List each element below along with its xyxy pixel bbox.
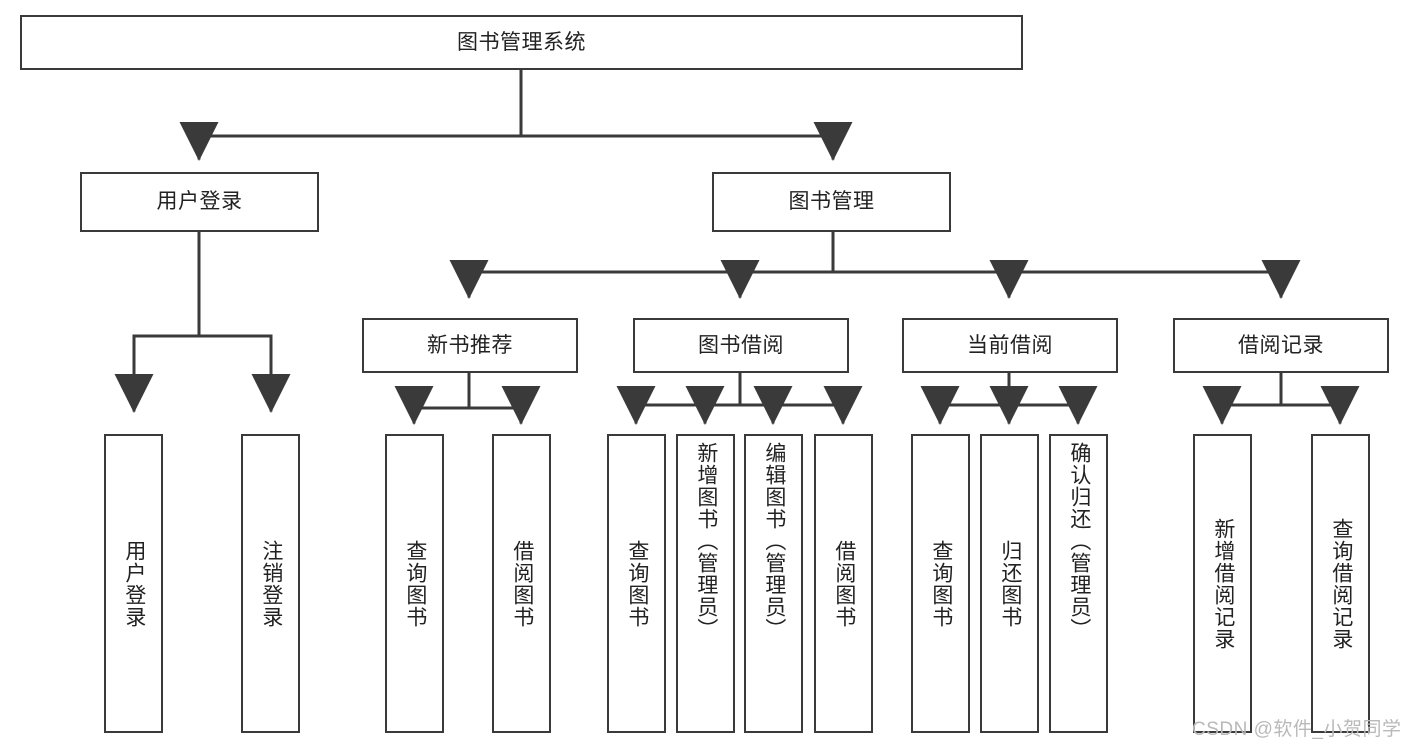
leaf-records-query-label: 查询借阅记录 (1329, 517, 1353, 650)
node-user-login-label: 用户登录 (156, 190, 243, 214)
leaf-user-login[interactable]: 用户登录 (104, 434, 163, 733)
node-current-borrow-label: 当前借阅 (967, 333, 1053, 357)
leaf-new-query-book[interactable]: 查询图书 (385, 434, 444, 733)
node-root[interactable]: 图书管理系统 (20, 15, 1023, 70)
node-root-label: 图书管理系统 (457, 30, 586, 54)
leaf-current-confirm-return[interactable]: 确认归还（管理员） (1049, 434, 1108, 733)
leaf-borrow-query-book-label: 查询图书 (625, 539, 649, 628)
node-borrow-records-label: 借阅记录 (1238, 333, 1324, 357)
leaf-borrow-query-book[interactable]: 查询图书 (607, 434, 666, 733)
leaf-borrow-lend-book[interactable]: 借阅图书 (814, 434, 873, 733)
node-book-management[interactable]: 图书管理 (712, 172, 951, 232)
leaf-current-return-book[interactable]: 归还图书 (980, 434, 1039, 733)
leaf-borrow-edit-book[interactable]: 编辑图书（管理员） (744, 434, 803, 733)
leaf-new-borrow-book-label: 借阅图书 (510, 539, 534, 628)
leaf-current-query-book-label: 查询图书 (929, 539, 953, 628)
node-current-borrow[interactable]: 当前借阅 (902, 318, 1118, 373)
node-book-borrow-label: 图书借阅 (698, 333, 784, 357)
leaf-records-query[interactable]: 查询借阅记录 (1311, 434, 1370, 733)
leaf-new-query-book-label: 查询图书 (403, 539, 427, 628)
leaf-borrow-add-book[interactable]: 新增图书（管理员） (676, 434, 735, 733)
leaf-current-confirm-return-label: 确认归还（管理员） (1067, 442, 1091, 640)
node-user-login[interactable]: 用户登录 (80, 172, 319, 232)
leaf-records-add[interactable]: 新增借阅记录 (1193, 434, 1252, 733)
node-new-book-recommend-label: 新书推荐 (427, 333, 513, 357)
leaf-current-return-book-label: 归还图书 (998, 539, 1022, 628)
leaf-current-query-book[interactable]: 查询图书 (911, 434, 970, 733)
node-borrow-records[interactable]: 借阅记录 (1173, 318, 1389, 373)
leaf-new-borrow-book[interactable]: 借阅图书 (492, 434, 551, 733)
leaf-borrow-lend-book-label: 借阅图书 (832, 539, 856, 628)
node-book-borrow[interactable]: 图书借阅 (633, 318, 849, 373)
leaf-borrow-add-book-label: 新增图书（管理员） (694, 442, 718, 640)
leaf-records-add-label: 新增借阅记录 (1211, 517, 1235, 650)
leaf-user-logout[interactable]: 注销登录 (241, 434, 300, 733)
node-book-management-label: 图书管理 (788, 190, 875, 214)
leaf-user-login-label: 用户登录 (122, 539, 146, 628)
leaf-borrow-edit-book-label: 编辑图书（管理员） (762, 442, 786, 640)
leaf-user-logout-label: 注销登录 (259, 539, 283, 628)
node-new-book-recommend[interactable]: 新书推荐 (362, 318, 578, 373)
